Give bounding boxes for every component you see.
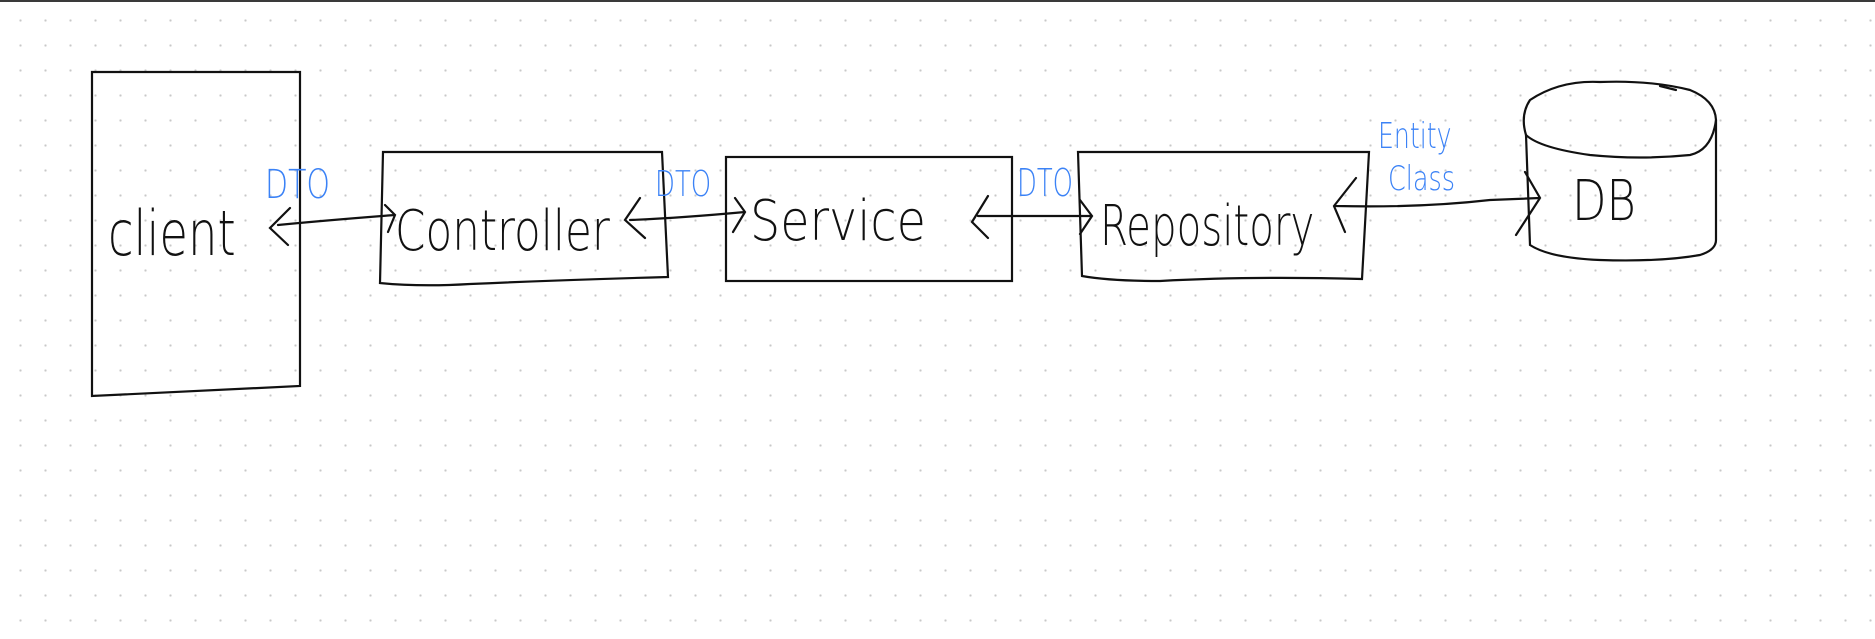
db-cylinder[interactable] <box>1522 80 1718 262</box>
edge-label-dto: DTO <box>655 164 711 205</box>
client-controller-arrow[interactable] <box>268 203 397 247</box>
repository-box[interactable] <box>1076 150 1371 283</box>
controller-service-arrow[interactable] <box>623 196 747 240</box>
service-repository-arrow[interactable] <box>970 194 1094 240</box>
controller-label: Controller <box>395 198 610 264</box>
repository-db-arrow[interactable] <box>1332 170 1542 237</box>
controller-box[interactable] <box>378 150 670 287</box>
client-label: client <box>108 197 236 269</box>
client-box[interactable] <box>90 70 302 398</box>
edge-label-dto: DTO <box>1017 161 1073 205</box>
edge-label-class: Class <box>1388 159 1455 199</box>
service-box[interactable] <box>724 155 1014 283</box>
edge-label-entity: Entity <box>1378 116 1452 158</box>
top-border <box>0 0 1875 2</box>
service-label: Service <box>750 189 926 254</box>
repository-label: Repository <box>1100 193 1314 258</box>
edge-label-dto: DTO <box>265 162 330 208</box>
db-label: DB <box>1572 168 1636 233</box>
